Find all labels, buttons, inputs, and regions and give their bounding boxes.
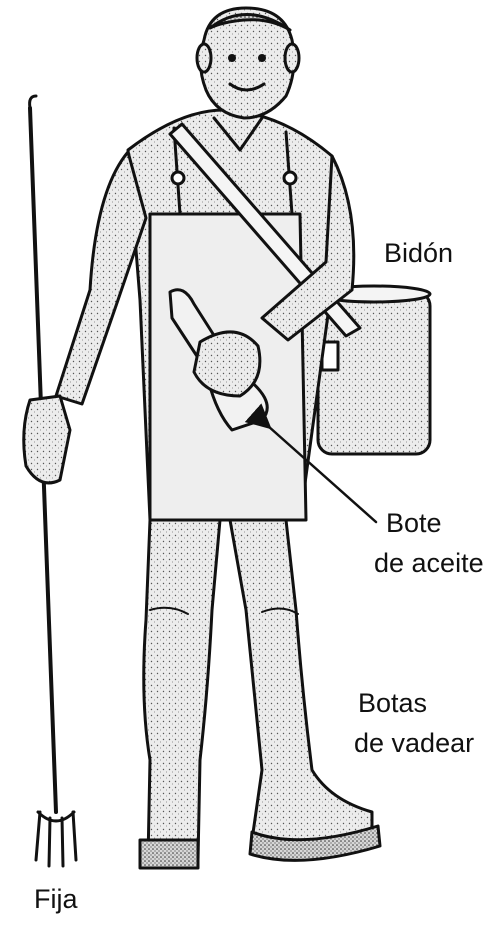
boots-label-line2: de vadear: [354, 728, 474, 759]
oil-can-label-line2: de aceite: [374, 548, 484, 579]
gig-label: Fija: [34, 884, 78, 915]
head: [197, 8, 299, 118]
waders: [140, 520, 380, 868]
left-arm: [24, 152, 146, 483]
oil-can-label-line1: Bote: [386, 508, 442, 539]
canister-label: Bidón: [384, 238, 453, 269]
torso: [128, 110, 360, 520]
boots-label-line1: Botas: [358, 688, 427, 719]
